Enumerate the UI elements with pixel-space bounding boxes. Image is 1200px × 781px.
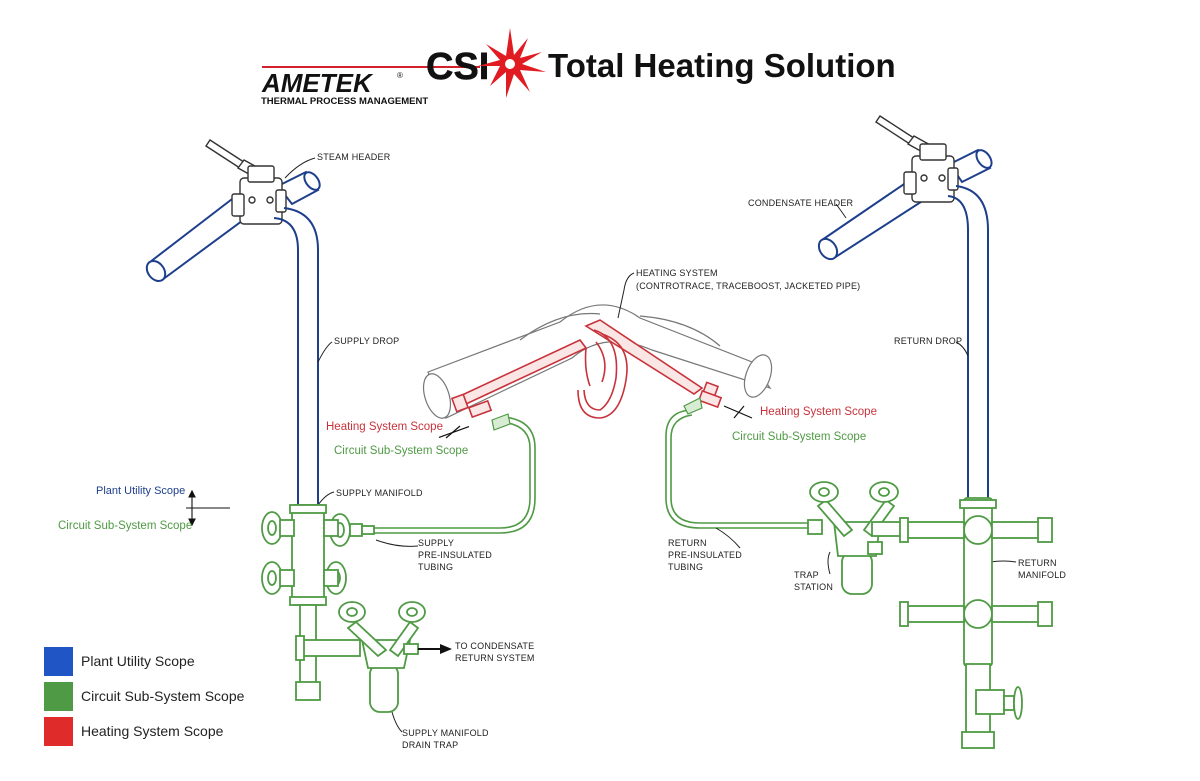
return-manifold-label-1: RETURN (1018, 558, 1057, 568)
supply-pre-insulated-tubing (374, 416, 536, 534)
condensate-header-label: CONDENSATE HEADER (748, 198, 854, 208)
legend-label-1: Circuit Sub-System Scope (81, 688, 245, 704)
legend-swatch-1 (44, 682, 73, 711)
legend-swatch-2 (44, 717, 73, 746)
supply-manifold-label: SUPPLY MANIFOLD (336, 488, 423, 498)
to-condensate-label-1: TO CONDENSATE (455, 641, 534, 651)
trap-station-leader (827, 551, 831, 575)
trap-station-label-2: STATION (794, 582, 833, 592)
supply-manifold-handwheels (261, 511, 375, 595)
condensate-header-valve (875, 115, 959, 203)
ametek-trademark: ® (397, 71, 403, 80)
supply-tubing-label-1: SUPPLY (418, 538, 454, 548)
return-pre-insulated-tubing (665, 409, 808, 529)
legend-swatch-0 (44, 647, 73, 676)
supply-drop-label: SUPPLY DROP (334, 336, 399, 346)
circuit-scope-label-right: Circuit Sub-System Scope (732, 431, 866, 443)
steam-header-label: STEAM HEADER (317, 152, 391, 162)
return-drop-pipe (947, 185, 989, 500)
condensate-header-pipe (817, 148, 993, 261)
heating-system-label-1: HEATING SYSTEM (636, 268, 718, 278)
supply-tubing-fitting (491, 413, 511, 431)
heating-system-leader (617, 272, 635, 319)
heating-scope-label-left: Heating System Scope (326, 421, 443, 433)
plant-utility-scope-label: Plant Utility Scope (96, 485, 185, 497)
return-drop-label: RETURN DROP (894, 336, 962, 346)
return-manifold (899, 497, 1053, 749)
ametek-logo: AMETEK ® THERMAL PROCESS MANAGEMENT (261, 66, 480, 107)
return-manifold-leader (989, 560, 1017, 563)
heating-scope-label-right: Heating System Scope (760, 406, 877, 418)
return-drop-leader (955, 341, 969, 357)
left-leaders (284, 157, 419, 733)
condensate-header-leader (835, 203, 847, 219)
steam-header-pipe (145, 170, 321, 283)
drain-trap-leader (391, 711, 403, 733)
return-tubing-label-1: RETURN (668, 538, 707, 548)
csi-starburst-core (505, 59, 515, 69)
supply-manifold-leader (317, 491, 335, 506)
heating-tracer (450, 319, 723, 419)
to-condensate-label-2: RETURN SYSTEM (455, 653, 535, 663)
return-tubing-fitting (683, 397, 703, 415)
trap-station-label-1: TRAP (794, 570, 819, 580)
legend-label-2: Heating System Scope (81, 723, 224, 739)
return-tubing-label-3: TUBING (668, 562, 703, 572)
page-title: Total Heating Solution (548, 47, 896, 84)
legend-label-0: Plant Utility Scope (81, 653, 195, 669)
ametek-subtitle: THERMAL PROCESS MANAGEMENT (261, 96, 428, 107)
supply-tubing-leader (375, 539, 419, 547)
to-condensate-arrow (418, 644, 452, 654)
supply-manifold (289, 504, 361, 701)
drain-trap-label-2: DRAIN TRAP (402, 740, 458, 750)
circuit-scope-label-manifold: Circuit Sub-System Scope (58, 520, 192, 532)
scope-arrows (438, 405, 753, 439)
heating-system-label-2: (CONTROTRACE, TRACEBOOST, JACKETED PIPE) (636, 281, 860, 291)
manifold-scope-marker (186, 489, 230, 527)
steam-header-valve (205, 139, 287, 225)
supply-drop-pipe (273, 207, 319, 505)
supply-tubing-label-3: TUBING (418, 562, 453, 572)
return-tubing-label-2: PRE-INSULATED (668, 550, 742, 560)
ametek-wordmark: AMETEK (261, 68, 374, 98)
supply-tubing-label-2: PRE-INSULATED (418, 550, 492, 560)
csi-wordmark: CSI (426, 46, 489, 88)
trap-station (807, 481, 909, 595)
drain-trap-label-1: SUPPLY MANIFOLD (402, 728, 489, 738)
return-manifold-label-2: MANIFOLD (1018, 570, 1066, 580)
circuit-scope-label-left: Circuit Sub-System Scope (334, 445, 468, 457)
return-tubing-leader (715, 527, 741, 549)
csi-logo: CSI (426, 28, 546, 98)
supply-drain-trap (338, 601, 426, 713)
supply-drop-leader (317, 341, 333, 363)
steam-header-leader (284, 157, 316, 179)
